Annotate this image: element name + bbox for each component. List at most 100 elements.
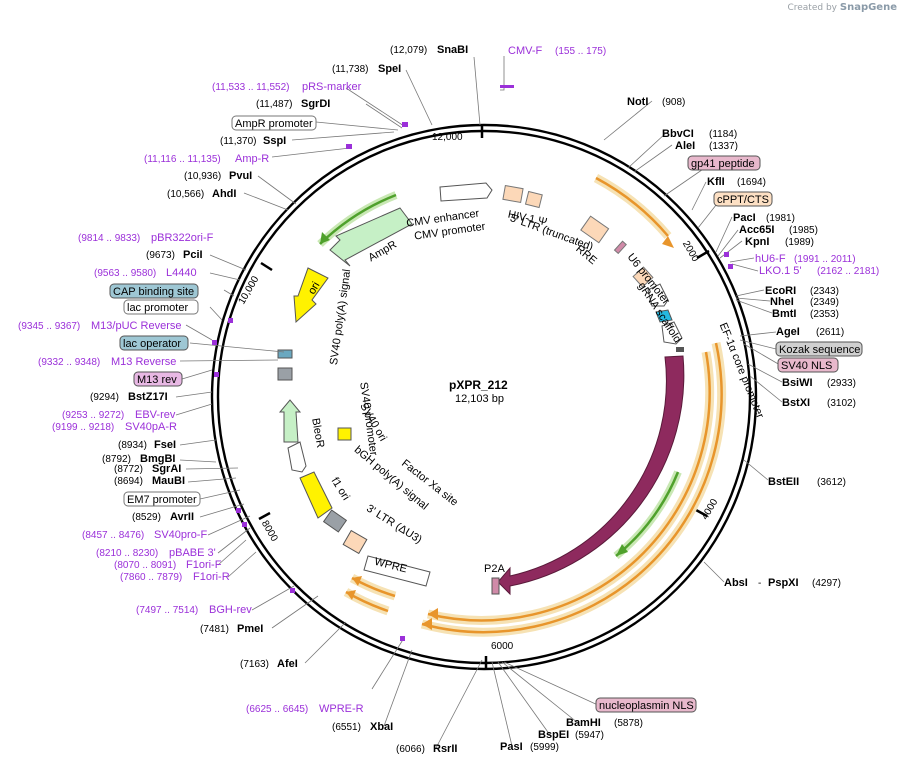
bgh-polya-box — [322, 509, 348, 533]
em7-promoter-box — [123, 491, 201, 507]
lac-mark — [277, 349, 293, 359]
cap-binding-box — [109, 283, 199, 299]
sv40-polya-mark — [277, 367, 293, 381]
plasmid-length: 12,103 bp — [455, 393, 504, 405]
ori-arrow — [293, 267, 329, 324]
tick-2000: 2000 — [680, 239, 701, 264]
primer-label: Amp-R — [235, 153, 269, 165]
enzyme-pos: (2611) — [816, 327, 844, 338]
primer-label: CMV-F — [508, 45, 543, 57]
enzyme-pos: (8792) — [102, 454, 131, 465]
hiv-psi-box — [502, 184, 524, 204]
plasmid-name: pXPR_212 — [449, 378, 508, 392]
enzyme-label: EcoRI — [765, 285, 796, 297]
cppt-label: cPPT/CTS — [717, 194, 769, 206]
enzyme-label: KpnI — [745, 236, 769, 248]
enzyme-label: AfeI — [277, 658, 298, 670]
primer-label: F1ori-R — [193, 571, 230, 583]
enzyme-label: BstXI — [782, 397, 810, 409]
enzyme-pos: (10,566) — [167, 189, 204, 200]
enzyme-label: PmeI — [237, 623, 263, 635]
enzyme-label: SspI — [263, 135, 286, 147]
bleor-label: BleoR — [309, 417, 326, 449]
enzyme-label: RsrII — [433, 743, 457, 755]
rre-label: RRE — [573, 243, 599, 267]
u6-promoter-arrow — [647, 283, 669, 307]
snapgene-credit: Created by SnapGene — [787, 2, 897, 13]
primer-labels: CMV-F (155 .. 175) (11,533 .. 11,552) pR… — [18, 45, 879, 715]
enzyme-pos: (5999) — [530, 742, 559, 753]
primer-range: (9563 .. 9580) — [94, 268, 156, 279]
kozak-box — [775, 341, 863, 357]
ori-label: ori — [306, 280, 323, 297]
gp41-box — [687, 155, 761, 171]
credit-text: Created by — [787, 3, 837, 13]
enzyme-pos: (12,079) — [390, 45, 427, 56]
cap-binding-label: CAP binding site — [113, 286, 194, 298]
tick-marks — [258, 125, 710, 669]
kozak-mark — [676, 347, 684, 352]
enzyme-label: AgeI — [776, 326, 800, 338]
enzyme-label: BstEII — [768, 476, 799, 488]
enzyme-label: BmtI — [772, 308, 796, 320]
primer-label: EBV-rev — [135, 409, 176, 421]
enzyme-pos: (11,370) — [220, 136, 257, 147]
enzyme-label: SgrAI — [152, 463, 181, 475]
p2a-label: P2A — [484, 563, 505, 575]
arrowheads — [320, 232, 674, 630]
enzyme-label: KflI — [707, 176, 725, 188]
backbone-inner — [216, 129, 752, 665]
ampr-promoter-label: AmpR promoter — [235, 118, 313, 130]
gp41-mark — [613, 240, 627, 255]
enzyme-pos: (8694) — [114, 476, 143, 487]
lac-promoter-label: lac promoter — [127, 302, 188, 314]
enzyme-label: MauBI — [152, 475, 185, 487]
tick-12000: 12,000 — [432, 132, 463, 143]
enzyme-pos: (9294) — [90, 392, 119, 403]
lac-operator-box — [119, 335, 189, 351]
primer-label: SV40pro-F — [154, 529, 207, 541]
enzyme-label: PasI — [500, 741, 523, 753]
tick-6000: 6000 — [491, 641, 514, 652]
em7-promoter-label: EM7 promoter — [127, 494, 197, 506]
sv40-nls-label: SV40 NLS — [781, 360, 832, 372]
enzyme-pos: (2343) — [810, 286, 839, 297]
primer-label: pBR322ori-F — [151, 232, 214, 244]
primer-range: (2162 .. 2181) — [817, 266, 879, 277]
lac-promoter-box — [123, 299, 199, 315]
primer-range: (11,116 .. 11,135) — [144, 154, 221, 165]
sv40-ori-box — [337, 427, 352, 441]
primer-label: F1ori-F — [186, 559, 222, 571]
lac-operator-label: lac operator — [123, 338, 181, 350]
orf-arcs — [317, 174, 727, 637]
f1-ori-arrow — [299, 471, 333, 519]
ampr-arrow — [329, 207, 413, 267]
enzyme-pos: (2353) — [810, 309, 839, 320]
enzyme-pos: (6551) — [332, 722, 361, 733]
primer-label: SV40pA-R — [125, 421, 177, 433]
primer-range: (9345 .. 9367) — [18, 321, 80, 332]
primer-range: (11,533 .. 11,552) — [212, 82, 289, 93]
primer-range: (9199 .. 9218) — [52, 422, 114, 433]
kozak-label: Kozak sequence — [779, 344, 860, 356]
nucleoplasmin-label: nucleoplasmin NLS — [599, 700, 694, 712]
enzyme-labels: (12,079) SnaBI (11,738) SpeI (11,487) Sg… — [90, 44, 856, 755]
enzyme-pos: (908) — [662, 97, 685, 108]
primer-label: M13/pUC Reverse — [91, 320, 181, 332]
enzyme-label: PspXI — [768, 577, 799, 589]
enzyme-pos: (5947) — [575, 730, 604, 741]
primer-range: (8210 .. 8230) — [96, 548, 158, 559]
enzyme-label: SnaBI — [437, 44, 468, 56]
enzyme-label: BspEI — [538, 729, 569, 741]
primer-label: L4440 — [166, 267, 197, 279]
enzyme-label: PacI — [733, 212, 756, 224]
sv40-nls-box — [777, 357, 839, 373]
enzyme-pos: (8772) — [114, 464, 143, 475]
sv40-promoter-arrow — [287, 441, 307, 473]
enzyme-label: SgrDI — [301, 98, 330, 110]
enzyme-pos: (1694) — [737, 177, 766, 188]
primer-label: WPRE-R — [319, 703, 364, 715]
enzyme-pos: (11,738) — [332, 64, 369, 75]
snapgene-brand: SnapGene — [839, 2, 897, 13]
